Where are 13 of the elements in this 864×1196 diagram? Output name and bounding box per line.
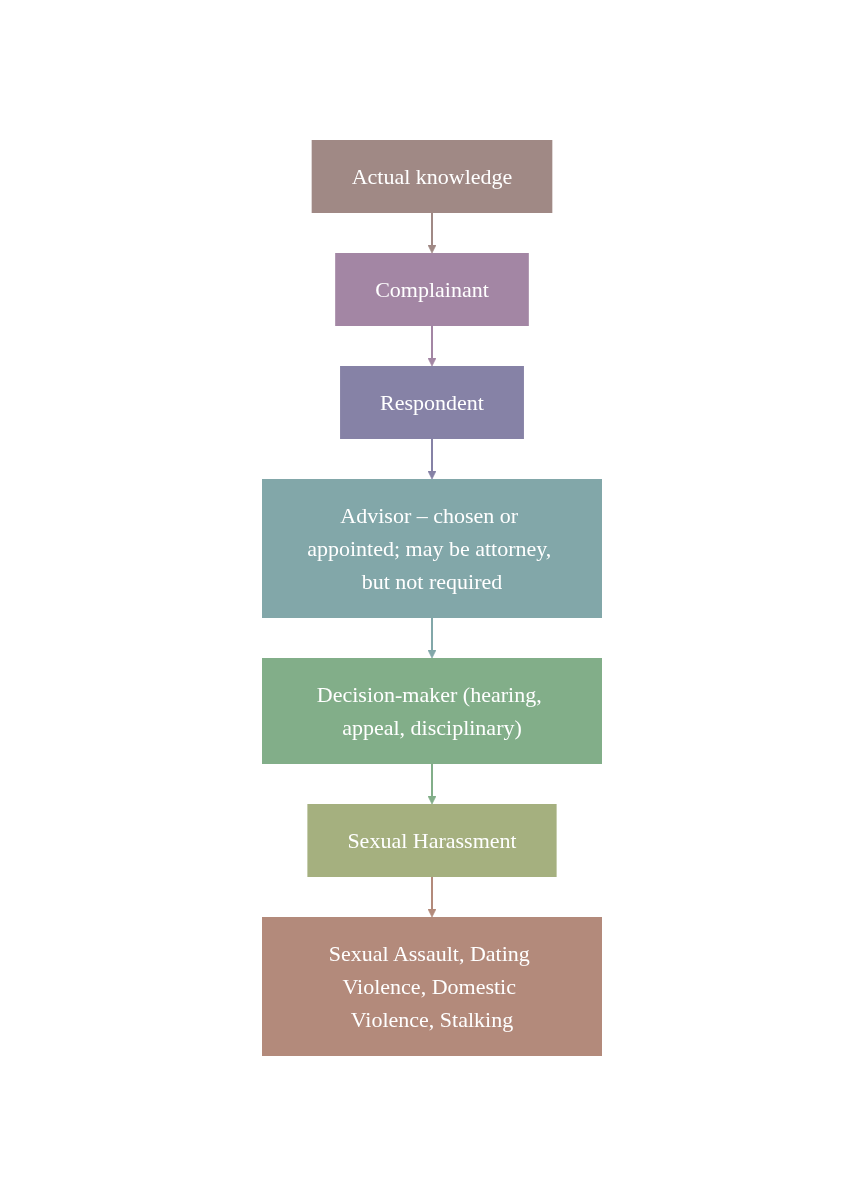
arrow [427,876,437,918]
node-box: Sexual Assault, Dating Violence, Domestic Violence, Stalking [262,917,602,1056]
node-box: Actual knowledge [311,140,553,213]
node-box: Complainant [335,253,529,326]
arrow [427,325,437,367]
node-box: Sexual Harassment [307,804,557,877]
arrow [427,438,437,480]
arrow [427,617,437,659]
arrow [427,763,437,805]
node-box: Decision-maker (hearing, appeal, disciplinary) [262,658,602,764]
arrow [427,212,437,254]
node-box: Advisor – chosen or appointed; may be attorney, but not required [262,479,602,618]
node-box: Respondent [340,366,524,439]
